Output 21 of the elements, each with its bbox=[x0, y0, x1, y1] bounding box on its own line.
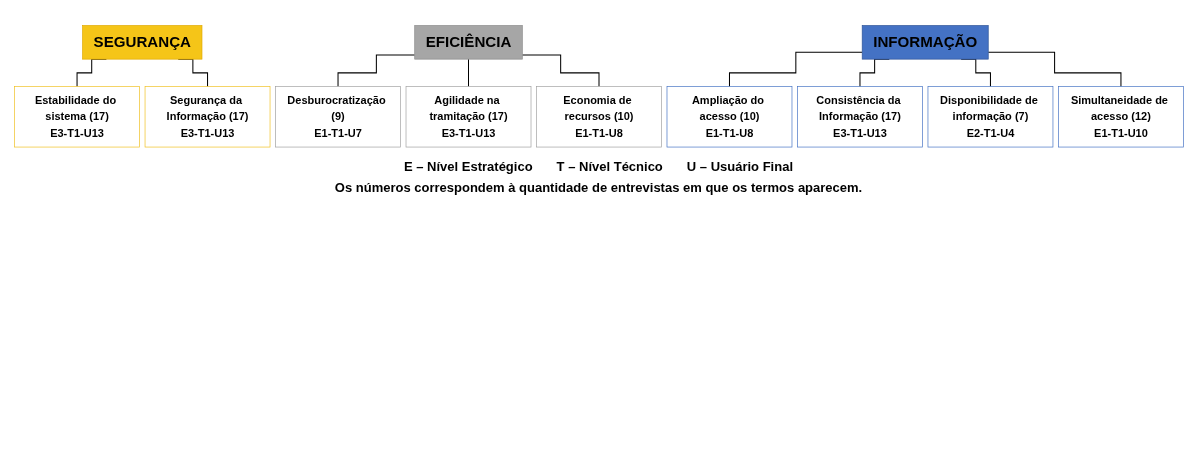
node-box: SEGURANÇA bbox=[81, 25, 202, 60]
node-box: Desburocratização (9) E1-T1-U7 bbox=[274, 86, 401, 148]
connector bbox=[337, 54, 415, 88]
node-box: Simultaneidade de acesso (12) E1-T1-U10 bbox=[1057, 86, 1184, 148]
node-box: Estabilidade do sistema (17) E3-T1-U13 bbox=[13, 86, 140, 148]
node-box: Consistência da Informação (17) E3-T1-U13 bbox=[796, 86, 923, 148]
node-box: EFICIÊNCIA bbox=[413, 25, 523, 60]
legend-text: E – Nível Estratégico bbox=[404, 158, 533, 174]
node-box: Agilidade na tramitação (17) E3-T1-U13 bbox=[405, 86, 531, 148]
connector bbox=[987, 51, 1121, 88]
legend-text: T – Nível Técnico bbox=[556, 158, 663, 174]
node-box: Economia de recursos (10) E1-T1-U8 bbox=[535, 86, 662, 148]
note-text: Os números correspondem à quantidade de entrevistas em que os termos aparecem. bbox=[334, 179, 863, 195]
legend-text: U – Usuário Final bbox=[686, 158, 793, 174]
node-box: Disponibilidade de informação (7) E2-T1-U4 bbox=[927, 86, 1053, 148]
connector bbox=[467, 58, 469, 88]
node-box: INFORMAÇÃO bbox=[861, 25, 989, 60]
connector bbox=[728, 51, 863, 88]
node-box: Segurança da Informação (17) E3-T1-U13 bbox=[144, 86, 270, 148]
connector bbox=[521, 54, 599, 88]
node-box: Ampliação do acesso (10) E1-T1-U8 bbox=[666, 86, 792, 148]
